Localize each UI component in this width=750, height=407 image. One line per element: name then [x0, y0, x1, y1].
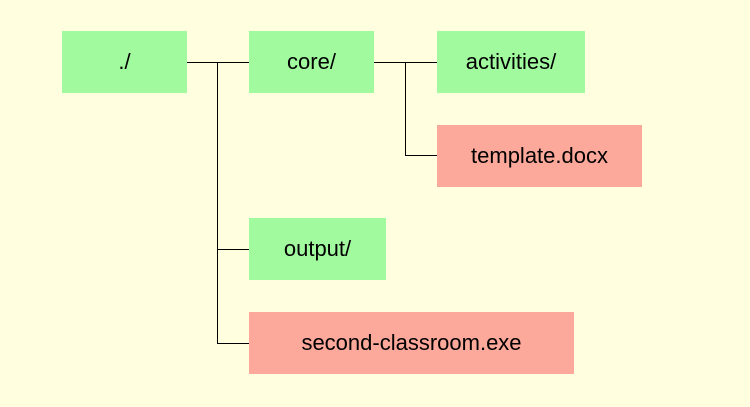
node-core-label: core/ [287, 49, 336, 74]
node-template-docx: template.docx [437, 125, 642, 187]
node-second-classroom-exe: second-classroom.exe [249, 312, 574, 374]
node-second-classroom-exe-label: second-classroom.exe [301, 330, 522, 355]
node-root: ./ [62, 31, 187, 93]
node-root-label: ./ [118, 49, 131, 74]
node-template-docx-label: template.docx [471, 143, 608, 168]
node-output-label: output/ [283, 236, 352, 261]
node-activities: activities/ [437, 31, 585, 93]
node-output: output/ [249, 218, 386, 280]
node-activities-label: activities/ [465, 49, 557, 74]
node-core: core/ [249, 31, 374, 93]
